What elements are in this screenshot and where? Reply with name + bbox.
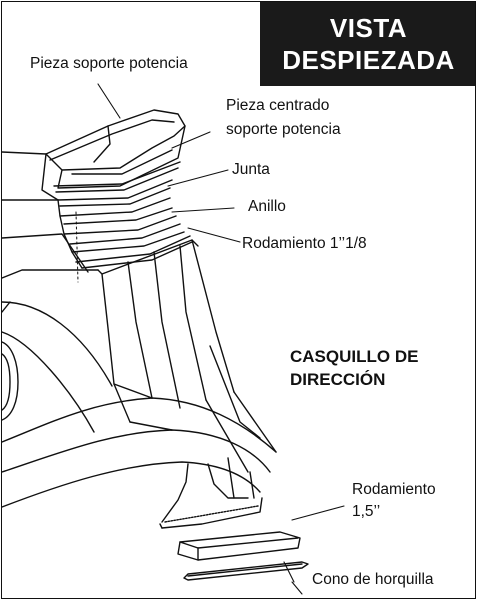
label-rodamiento-bottom-2: 1,5’’ xyxy=(352,503,381,520)
label-junta: Junta xyxy=(232,161,270,178)
headset-stack xyxy=(57,179,193,269)
section-title-line-1: CASQUILLO DE xyxy=(290,347,419,366)
title-line-1: VISTA xyxy=(329,13,408,43)
label-anillo: Anillo xyxy=(248,198,286,215)
lower-head-tube xyxy=(159,457,263,529)
title-line-2: DESPIEZADA xyxy=(282,45,455,75)
axis-line xyxy=(75,211,79,283)
fork-crown-race xyxy=(183,561,309,581)
title-box: VISTA DESPIEZADA xyxy=(260,2,475,86)
label-pieza-centrado-1: Pieza centrado xyxy=(226,97,330,114)
section-title-line-2: DIRECCIÓN xyxy=(290,370,386,389)
stem-support-piece xyxy=(45,109,186,189)
label-rodamiento-bottom-1: Rodamiento xyxy=(352,481,436,498)
centering-piece xyxy=(53,161,181,193)
label-pieza-soporte: Pieza soporte potencia xyxy=(30,55,188,72)
bottom-bearing xyxy=(177,531,301,561)
label-rodamiento-top: Rodamiento 1’’1/8 xyxy=(242,235,367,252)
leader-lines xyxy=(97,83,345,595)
label-cono: Cono de horquilla xyxy=(312,571,434,588)
head-tube xyxy=(2,151,277,508)
label-pieza-centrado-2: soporte potencia xyxy=(226,121,341,138)
